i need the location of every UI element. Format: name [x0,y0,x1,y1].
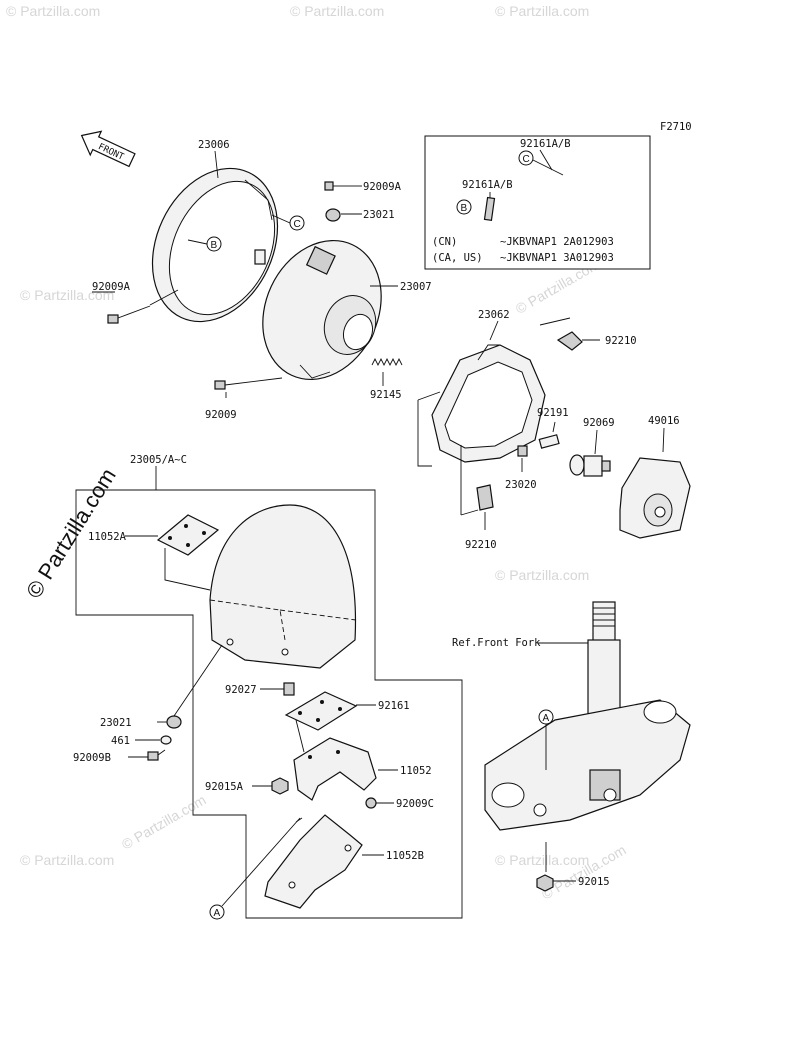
label-92191: 92191 [537,407,569,419]
watermark: © Partzilla.com [20,287,114,303]
watermark: © Partzilla.com [495,852,589,868]
label-23006: 23006 [198,139,230,151]
plate-92161 [284,691,358,731]
svg-text:C: C [523,154,530,165]
callout-A: A [538,709,554,725]
label-92009A-top: 92009A [363,181,402,193]
bracket-11052 [293,719,377,801]
plate-11052A [156,514,220,591]
watermark: © Partzilla.com [6,3,100,19]
inset-row2-range: ~JKBVNAP1 3A012903 [500,252,614,264]
label-23020: 23020 [505,479,537,491]
label-92009: 92009 [205,409,237,421]
callout-B: B [206,236,222,252]
watermark: © Partzilla.com [495,3,589,19]
figure-code: F2710 [660,121,692,133]
label-92009A-left: 92009A [92,281,131,293]
label-49016: 49016 [648,415,680,427]
grommet-23021-top [325,208,341,222]
headlight-body [262,239,382,381]
svg-text:B: B [461,203,468,214]
inset-b-part: 92161A/B [462,179,513,191]
watermark: © Partzilla.com [20,852,114,868]
callout-C: C [518,150,534,166]
label-11052A: 11052A [88,531,127,543]
label-ref-front-fork: Ref.Front Fork [452,637,541,649]
clip-92210-a [556,331,583,351]
label-92027: 92027 [225,684,257,696]
watermark: © Partzilla.com [495,567,589,583]
inset-row1-region: (CN) [432,236,457,248]
label-23062: 23062 [478,309,510,321]
steering-stem [484,601,691,831]
label-92009B: 92009B [73,752,111,764]
screw-92009B [147,749,166,761]
tube-92191 [538,434,560,449]
bolt-92009C [365,797,377,809]
spring-92145 [371,357,403,367]
label-92210-b: 92210 [465,539,497,551]
label-92069: 92069 [583,417,615,429]
watermark: © Partzilla.com [290,3,384,19]
label-92015A: 92015A [205,781,244,793]
svg-text:B: B [211,240,218,251]
inset-row1-range: ~JKBVNAP1 2A012903 [500,236,614,248]
label-23021-top: 23021 [363,209,395,221]
watermark: © Partzilla.com [539,842,629,903]
svg-text:A: A [214,908,221,919]
headlight-bracket-23062 [431,344,546,463]
nut-92015A [271,777,289,795]
inset-c-part: 92161A/B [520,138,571,150]
label-23021-bottom: 23021 [100,717,132,729]
label-92009C: 92009C [396,798,434,810]
clip-92210-b [476,484,494,511]
screw-92009A-top [324,181,348,191]
grommet-23021-bottom [166,715,182,729]
label-461: 461 [111,735,130,747]
bracket-11052B [264,814,363,909]
watermark: © Partzilla.com [119,792,209,853]
callout-A: A [209,904,225,920]
label-11052B: 11052B [386,850,424,862]
collar-92027 [283,682,295,696]
screw-92009 [214,377,283,390]
callout-B: B [456,199,472,215]
boot-49016 [619,457,691,539]
headlight-cover [209,504,357,669]
svg-text:C: C [294,219,301,230]
inset-row2-region: (CA, US) [432,252,483,264]
label-92015: 92015 [578,876,610,888]
nut-92015 [536,874,554,892]
label-92161: 92161 [378,700,410,712]
callout-C: C [289,215,305,231]
svg-text:A: A [543,713,550,724]
front-arrow-icon: FRONT [80,130,136,168]
bulb-92069 [569,454,611,477]
label-11052: 11052 [400,765,432,777]
label-23007: 23007 [400,281,432,293]
socket-23020 [517,445,528,457]
label-23005: 23005/A~C [130,454,187,466]
screw-92009A-left [107,305,151,324]
inset-box: 92161A/B C 92161A/B B (CN) ~JKBVNAP1 2A0… [424,135,651,270]
washer-461 [160,735,172,745]
label-92145: 92145 [370,389,402,401]
label-92210-a: 92210 [605,335,637,347]
